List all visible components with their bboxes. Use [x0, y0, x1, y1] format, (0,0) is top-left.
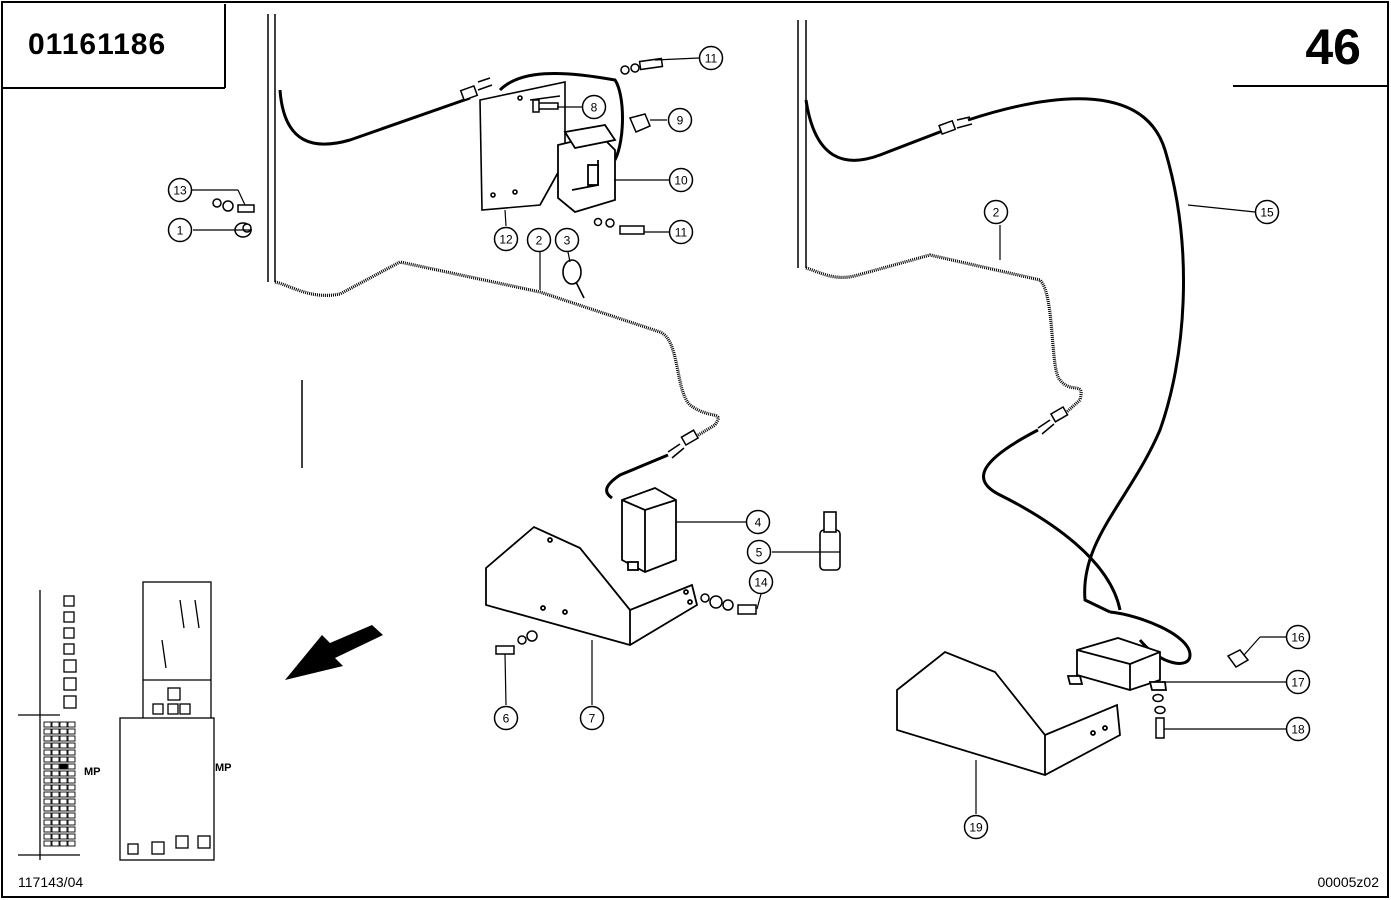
callout-number: 2: [536, 234, 543, 248]
cable-15: [967, 97, 1185, 614]
wire-upper-left: [278, 89, 471, 146]
bolt-8: [532, 99, 559, 113]
clip-16: [1226, 649, 1250, 668]
callout-number: 5: [756, 546, 763, 560]
wire-loop-right: [982, 428, 1122, 611]
callout-11: 11: [698, 45, 724, 71]
callout-number: 11: [705, 52, 718, 66]
view-arrow-icon: [285, 625, 383, 680]
callout-12: 12: [493, 226, 519, 252]
callout-number: 19: [969, 821, 983, 835]
plug-connector-lower-right: [1037, 406, 1069, 435]
frame-post-left: [267, 14, 303, 468]
callout-number: 13: [173, 184, 187, 198]
callout-number: 9: [677, 114, 684, 128]
locator-diagram: [18, 581, 383, 861]
wire-upper-right: [804, 99, 946, 162]
locator-side-view: [18, 590, 80, 860]
transformer-box-4: [621, 487, 677, 573]
capacitor-5: [819, 511, 841, 571]
mounting-plate: [479, 81, 566, 211]
callout-9: 9: [667, 107, 693, 133]
callout-number: 6: [503, 712, 510, 726]
callout-1: 1: [167, 217, 193, 243]
screw-11-lower: [593, 217, 645, 235]
callout-number: 7: [589, 712, 596, 726]
screw-11-top: [620, 57, 664, 75]
callout-5: 5: [746, 539, 772, 565]
plug-connector-upper-right: [938, 116, 973, 136]
callout-number: 1: [177, 224, 184, 238]
drawing-code: 117143/04: [18, 874, 84, 890]
callout-3: 3: [554, 227, 580, 253]
callout-number: 18: [1291, 723, 1305, 737]
locator-side-rows: [43, 721, 76, 847]
callout-13: 13: [167, 177, 193, 203]
callout-2: 2: [526, 227, 552, 253]
locator-label-left: MP: [84, 766, 101, 778]
callout-number: 17: [1291, 676, 1305, 690]
callout-18: 18: [1285, 716, 1311, 742]
screw-18: [1152, 693, 1166, 739]
callout-number: 2: [993, 206, 1000, 220]
callout-6: 6: [493, 705, 519, 731]
wire-to-box-4: [605, 453, 669, 500]
page-number: 46: [1305, 19, 1361, 75]
wire-2-right: [805, 253, 1083, 420]
cable-tie-3: [562, 259, 585, 299]
frame-post-right: [797, 20, 807, 268]
clip-9: [628, 113, 651, 133]
bracket-7: [485, 525, 699, 646]
bracket-19: [896, 650, 1121, 776]
bolt-14: [700, 593, 757, 615]
image-code: 00005z02: [1317, 874, 1379, 890]
callout-number: 3: [564, 234, 571, 248]
callout-11: 11: [668, 219, 694, 245]
part-number: 01161186: [28, 28, 167, 61]
callout-number: 4: [755, 516, 762, 530]
plug-connector-upper-left: [459, 77, 493, 102]
callout-10: 10: [668, 167, 694, 193]
bolt-6: [495, 630, 538, 655]
callout-7: 7: [579, 705, 605, 731]
callout-16: 16: [1285, 624, 1311, 650]
callout-number: 11: [675, 226, 688, 240]
relay-box-10: [557, 124, 617, 214]
leader-lines: [192, 57, 1286, 814]
callout-number: 16: [1291, 631, 1305, 645]
callout-15: 15: [1254, 199, 1280, 225]
callout-number: 15: [1260, 206, 1274, 220]
callout-2: 2: [983, 199, 1009, 225]
locator-front-view: [119, 581, 215, 861]
callout-19: 19: [963, 814, 989, 840]
nut-13: [212, 198, 255, 213]
callout-number: 8: [591, 101, 598, 115]
wire-2-left: [274, 260, 720, 442]
plug-connector-lower-left: [667, 429, 700, 459]
cable-to-box-17: [1109, 610, 1192, 665]
callout-number: 14: [754, 576, 768, 590]
callout-17: 17: [1285, 669, 1311, 695]
callout-number: 12: [499, 233, 513, 247]
callout-8: 8: [581, 94, 607, 120]
callout-number: 10: [674, 174, 688, 188]
locator-label-right: MP: [215, 762, 232, 774]
junction-box-17: [1066, 637, 1168, 691]
wire-loop-top: [498, 71, 624, 161]
callout-14: 14: [748, 569, 774, 595]
callout-4: 4: [745, 509, 771, 535]
